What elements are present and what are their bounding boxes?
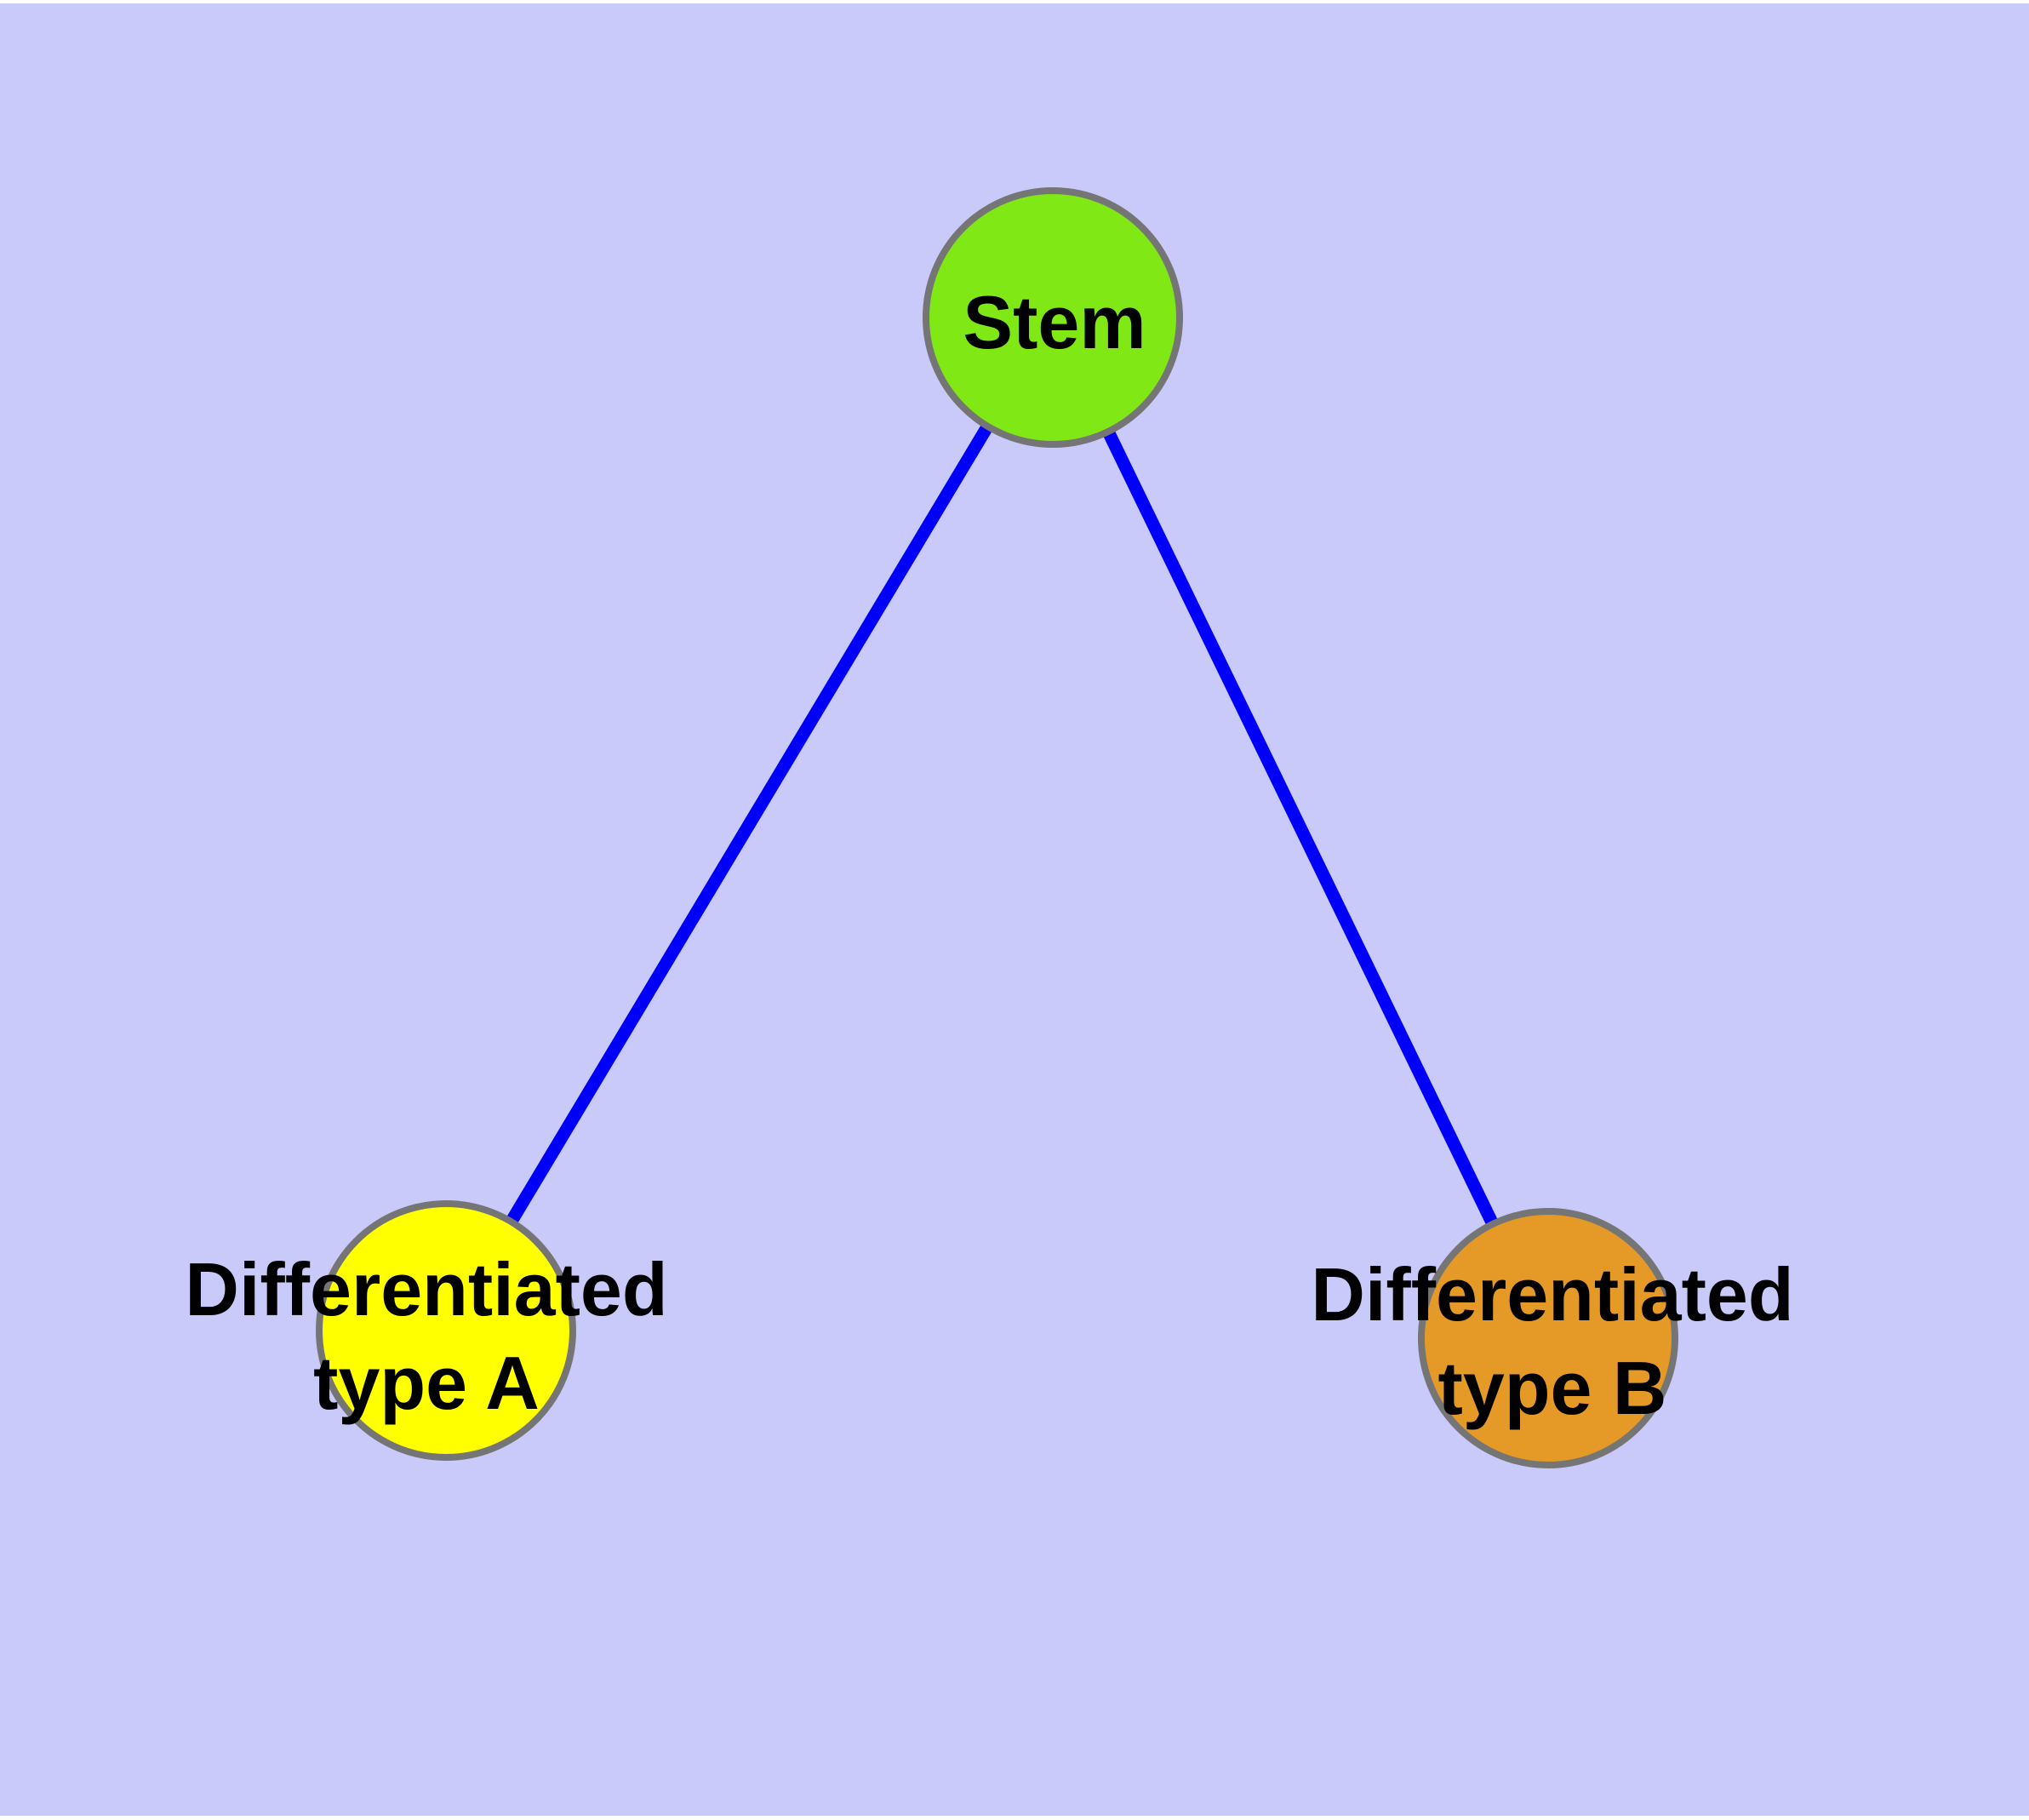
node-stem-circle	[923, 187, 1183, 448]
edge-stem-to-type-a	[440, 314, 1059, 1334]
edge-stem-to-type-b	[1047, 314, 1554, 1342]
node-type-a-label: Differentiated type A	[185, 1247, 668, 1425]
node-type-a-circle	[316, 1200, 576, 1461]
node-type-b-circle	[1418, 1208, 1678, 1468]
node-stem-label: Stem	[963, 280, 1146, 364]
node-type-b-label: Differentiated type B	[1311, 1252, 1794, 1430]
